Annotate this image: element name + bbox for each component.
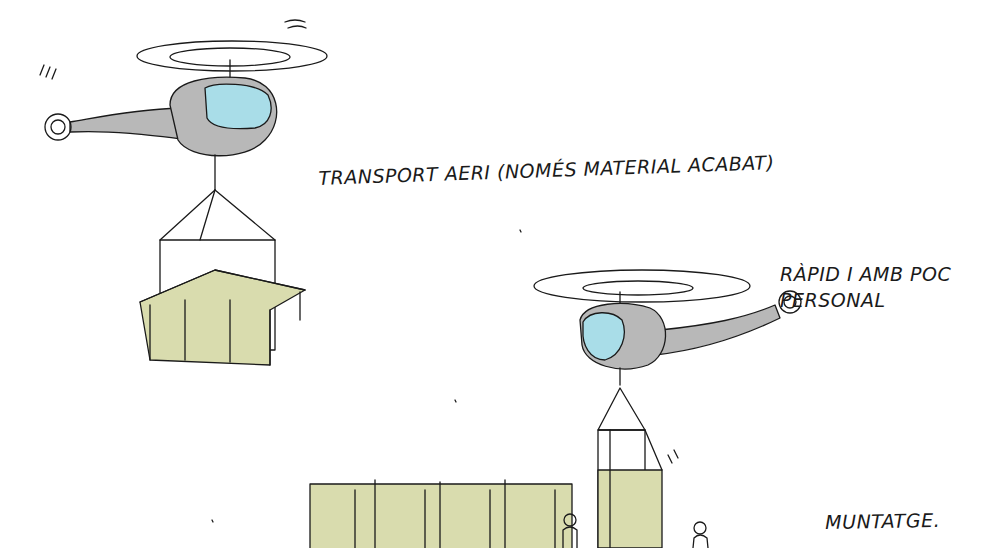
worker-figure — [694, 522, 706, 534]
rotor-blade — [534, 270, 750, 302]
handwritten-note: TRANSPORT AERI (NOMÉS MATERIAL ACABAT) — [318, 144, 939, 191]
tail-rotor — [45, 114, 71, 140]
house-edge — [140, 270, 305, 365]
tail-rotor — [51, 120, 65, 134]
pencil-mark — [212, 230, 521, 522]
column-edge — [610, 430, 662, 548]
helicopter-body — [170, 77, 277, 156]
helicopter-body — [580, 304, 666, 369]
worker-figure — [693, 535, 708, 548]
sling-cable — [214, 155, 215, 190]
sling-cable — [619, 368, 620, 385]
cockpit-window — [583, 313, 624, 360]
worker-figure — [563, 527, 577, 548]
handwritten-note: RÀPID I AMB POC PERSONAL — [780, 262, 958, 313]
house-module — [140, 270, 305, 365]
panel-joint — [355, 480, 555, 548]
sling-cable — [200, 190, 215, 240]
motion-mark — [40, 65, 56, 79]
rotor-blade — [583, 281, 693, 295]
column-module — [598, 470, 662, 548]
handwritten-note: MUNTATGE. — [825, 507, 985, 535]
cockpit-window — [205, 84, 271, 129]
tail-boom — [655, 305, 780, 355]
motion-mark — [668, 450, 678, 463]
rotor-blade — [137, 41, 327, 71]
wall-panels — [310, 484, 572, 548]
motion-mark — [285, 20, 306, 28]
spire-top — [598, 388, 645, 430]
sling-cable — [160, 190, 215, 240]
worker-figure — [564, 514, 576, 526]
sling-cable — [215, 190, 275, 240]
